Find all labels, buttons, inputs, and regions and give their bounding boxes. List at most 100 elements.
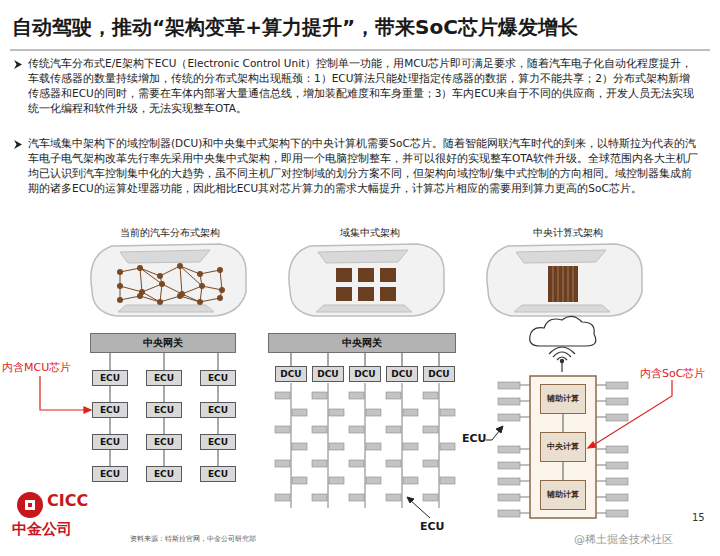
central-compute-frame [530,376,596,518]
node-label: DCU [391,369,412,379]
bullet-marker [14,60,22,69]
bus-wire [439,383,440,508]
sub-ecu-bar [423,426,438,433]
ecu-dots [117,263,225,305]
sub-ecu-bar [606,510,628,517]
ecu-network [120,266,222,302]
sub-ecu-bar [292,477,307,484]
bus-wire [328,383,329,508]
ecu-box: ECU [92,370,128,386]
sub-ecu-bar [440,443,455,450]
bus-wire [596,449,606,450]
sub-ecu-bar [498,414,520,421]
compute-box: 辅助计算 [540,384,586,414]
sub-ecu-bar [606,478,628,485]
dcu-box: DCU [312,366,344,382]
sub-ecu-bar [366,477,381,484]
gateway-box: 中央网关 [90,333,236,353]
callout-label: ECU [420,520,445,533]
node-label: ECU [154,373,174,383]
sub-ecu-bar [606,398,628,405]
cloud-icon [530,316,596,346]
logo-text: CICC [47,491,88,510]
car-illustrations [91,244,642,316]
title-rule [10,50,710,51]
sub-ecu-bar [349,494,364,501]
connector [163,386,164,402]
sub-ecu-bar [606,462,628,469]
sub-ecu-bar [498,478,520,485]
dcu-box: DCU [349,366,381,382]
connector [327,353,328,366]
connector [163,353,164,370]
column-heading: 域集中式架构 [290,226,450,240]
ecu-box: ECU [146,466,182,482]
sub-ecu-bar [403,409,418,416]
column-heading: 当前的汽车分布式架构 [90,226,250,240]
compute-box: 辅助计算 [540,480,586,510]
dcu-box: DCU [386,366,418,382]
sub-ecu-bar [606,414,628,421]
bus-wire [365,383,366,508]
bus-wire [520,385,530,386]
connector [401,353,402,366]
bus-wire [596,385,606,386]
ecu-box: ECU [146,402,182,418]
sub-ecu-bar [386,426,401,433]
sub-ecu-bar [498,494,520,501]
sub-ecu-bar [606,494,628,501]
sub-ecu-bar [366,409,381,416]
gateway-box: 中央网关 [268,333,456,353]
connector [364,353,365,366]
ecu-box: ECU [92,402,128,418]
bullet-paragraph: 汽车域集中架构下的域控制器(DCU)和中央集中式架构下的中央计算机需要SoC芯片… [28,136,700,196]
sub-ecu-bar [292,443,307,450]
connector [217,418,218,434]
page-number: 15 [692,512,705,523]
node-label: 辅助计算 [547,490,579,499]
node-label: ECU [208,405,228,415]
node-label: ECU [100,373,120,383]
dcu-box: DCU [423,366,455,382]
bus-wire [520,449,530,450]
ecu-box: ECU [200,434,236,450]
ecu-box: ECU [200,402,236,418]
connector [163,450,164,466]
node-label: ECU [154,437,174,447]
callout-label: 内含SoC芯片 [640,366,705,381]
ecu-box: ECU [146,370,182,386]
bus-wire [402,383,403,508]
node-label: 中央计算 [547,442,579,451]
node-label: ECU [100,469,120,479]
source-note: 资料来源：特斯拉官网，中金公司研究部 [130,534,256,544]
node-label: 中央网关 [342,336,382,350]
ecu-box: ECU [200,370,236,386]
node-label: ECU [208,469,228,479]
ecu-box: ECU [92,434,128,450]
sub-ecu-bar [423,392,438,399]
connector [109,450,110,466]
sub-ecu-bar [312,494,327,501]
bus-wire [596,417,606,418]
callout-label: 内含MCU芯片 [2,360,71,375]
node-label: ECU [100,437,120,447]
connector [438,353,439,366]
sub-ecu-bar [403,443,418,450]
ecu-box: ECU [200,466,236,482]
sub-ecu-bar [606,382,628,389]
connector [217,450,218,466]
node-label: ECU [154,469,174,479]
sub-ecu-bar [312,426,327,433]
connector [562,414,563,432]
node-label: DCU [317,369,338,379]
sub-ecu-bar [349,460,364,467]
sub-ecu-bar [292,409,307,416]
connector [290,353,291,366]
node-label: ECU [100,405,120,415]
sub-ecu-bar [498,462,520,469]
ecu-box: ECU [146,434,182,450]
connector [109,418,110,434]
column-heading: 中央计算式架构 [488,226,648,240]
connector [109,353,110,370]
sub-ecu-bar [366,443,381,450]
